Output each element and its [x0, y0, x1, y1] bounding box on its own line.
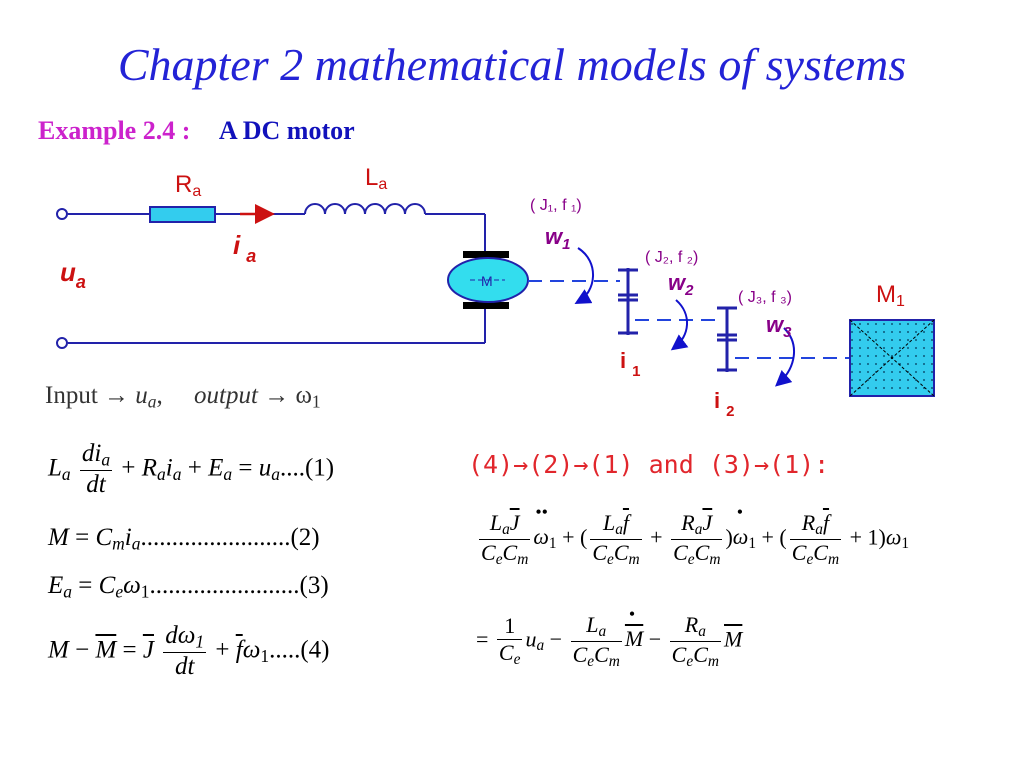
rotation-arrows — [574, 247, 796, 387]
inductor-la — [304, 203, 426, 215]
label-w3: w3 — [766, 312, 792, 341]
example-title: A DC motor — [218, 116, 355, 145]
circuit-wires — [68, 213, 486, 344]
label-j1f1: ( J₁, f ₁) — [530, 197, 582, 214]
label-motor: M — [481, 273, 493, 289]
label-j2f2: ( J₂, f ₂) — [645, 249, 698, 266]
label-m1: M1 — [876, 281, 905, 310]
label-w2: w2 — [668, 270, 694, 299]
resistor-ra — [149, 206, 216, 223]
page-title: Chapter 2 mathematical models of systems — [117, 39, 907, 90]
motor-brush-top — [463, 251, 509, 258]
motor-brush-bottom — [463, 302, 509, 309]
equation-3: Ea = Ceω1........................(3) — [48, 572, 329, 602]
label-ra: Ra — [175, 171, 201, 200]
terminal-top — [56, 208, 68, 220]
gear-1 — [618, 268, 638, 335]
example-label: Example 2.4 : — [38, 116, 191, 145]
example-heading: Example 2.4 : A DC motor — [38, 116, 355, 146]
label-w1: w1 — [545, 224, 570, 253]
label-ua: ua — [60, 257, 86, 292]
load-m1 — [849, 319, 935, 397]
label-j3f3: ( J₃, f ₃) — [738, 289, 792, 306]
terminal-bottom — [56, 337, 68, 349]
io-line: Input → ua, output → ω1 — [45, 382, 321, 412]
substitution-sequence: (4)→(2)→(1) and (3)→(1): — [468, 450, 830, 479]
label-la: La — [365, 164, 387, 193]
equation-2: M = Cmia........................(2) — [48, 524, 320, 554]
gear-2 — [717, 306, 737, 372]
